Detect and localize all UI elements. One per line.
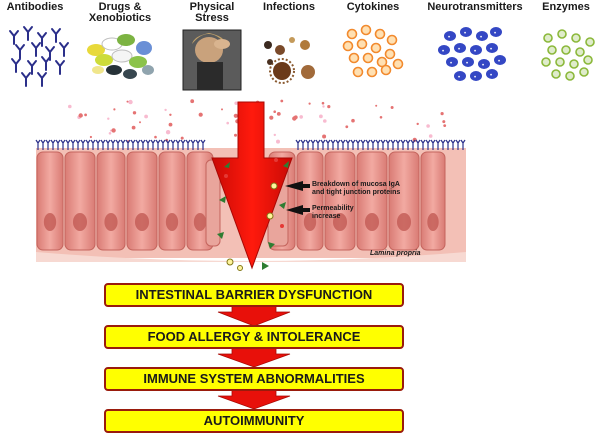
svg-text:•: • bbox=[490, 73, 492, 79]
svg-text:•: • bbox=[482, 63, 484, 69]
annotation-arrows bbox=[285, 181, 310, 215]
flow-step-barrier-dysfunction: INTESTINAL BARRIER DYSFUNCTION bbox=[104, 283, 404, 307]
svg-text:•: • bbox=[474, 49, 476, 55]
flow-step-autoimmunity: AUTOIMMUNITY bbox=[104, 409, 404, 433]
svg-text:•: • bbox=[464, 31, 466, 37]
label-enzymes: Enzymes bbox=[542, 1, 590, 13]
flow-step-food-allergy: FOOD ALLERGY & INTOLERANCE bbox=[104, 325, 404, 349]
svg-text:•: • bbox=[448, 35, 450, 41]
label-neurotransmitters: Neurotransmitters bbox=[427, 1, 523, 13]
brush-border bbox=[35, 139, 466, 150]
label-infections: Infections bbox=[263, 1, 315, 13]
stressed-person-photo bbox=[182, 29, 242, 91]
svg-text:•: • bbox=[466, 61, 468, 67]
flow-step-immune-abnormalities: IMMUNE SYSTEM ABNORMALITIES bbox=[104, 367, 404, 391]
svg-text:•: • bbox=[494, 31, 496, 37]
luminal-particles bbox=[68, 99, 447, 144]
antibody-icon bbox=[9, 26, 69, 87]
flow-connectors bbox=[217, 304, 291, 410]
svg-text:•: • bbox=[490, 47, 492, 53]
cytokine-dots-icon bbox=[342, 24, 404, 78]
leak-markers bbox=[217, 158, 289, 271]
microbe-icon bbox=[264, 37, 315, 84]
pills-icon bbox=[87, 34, 154, 79]
svg-text:•: • bbox=[450, 61, 452, 67]
label-drugs-xenobiotics: Drugs &Xenobiotics bbox=[88, 1, 152, 24]
svg-text:•: • bbox=[458, 47, 460, 53]
barrier-breach-arrow bbox=[211, 101, 293, 270]
enzyme-dots-icon bbox=[541, 29, 595, 81]
svg-text:•: • bbox=[458, 75, 460, 81]
svg-text:•: • bbox=[498, 59, 500, 65]
label-antibodies: Antibodies bbox=[6, 1, 64, 13]
neurotransmitter-icon: • • • • • • • • • • • • • • • bbox=[438, 27, 506, 81]
svg-text:•: • bbox=[480, 35, 482, 41]
svg-text:•: • bbox=[442, 49, 444, 55]
svg-text:•: • bbox=[474, 75, 476, 81]
label-cytokines: Cytokines bbox=[346, 1, 400, 13]
annotation-lamina-propria: Lamina propria bbox=[370, 250, 421, 257]
